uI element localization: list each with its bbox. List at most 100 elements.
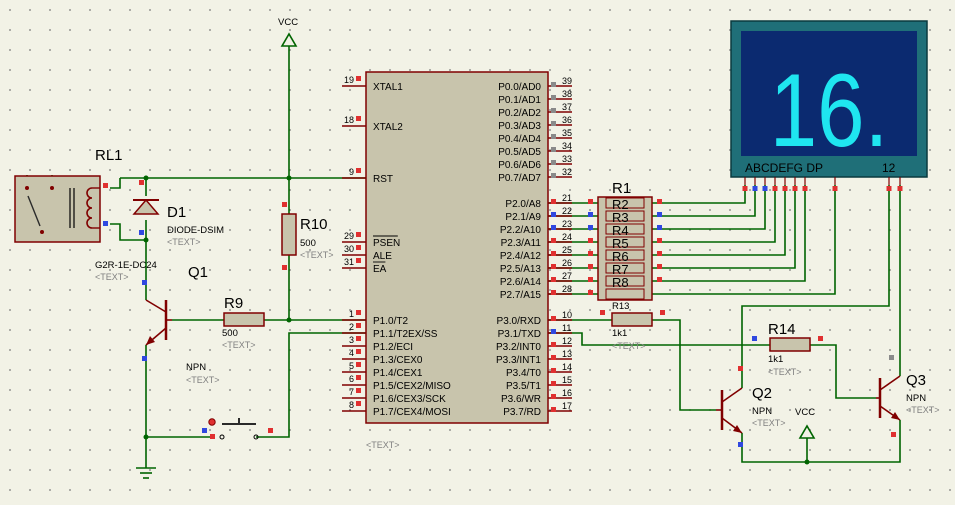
seven-segment-display[interactable]: 16. ABCDEFG DP 12 [730,20,928,191]
mcu-pin-name: ALE [373,251,392,262]
mcu-pin-8[interactable]: 8P1.7/CEX4/MOSI [342,400,451,418]
rpack-element-label: R6 [612,249,629,264]
rpack-element: R2 [588,197,662,212]
display-pin [832,186,838,191]
rpack-element-label: R4 [612,223,629,238]
vcc-label-bottom: VCC [795,407,815,418]
diode-d1[interactable]: D1 DIODE-DSIM <TEXT> [132,180,224,247]
mcu-pin-number: 22 [562,206,572,216]
r10-ref: R10 [300,216,328,233]
rpack-element-label: R8 [612,275,629,290]
display-pin [762,186,768,191]
q1-text-placeholder: <TEXT> [186,375,220,385]
display-pin [752,186,758,191]
display-pin [772,186,778,191]
mcu-pin-3[interactable]: 3P1.2/ECI [342,335,413,353]
display-pin [886,186,892,191]
mcu-pin-28[interactable]: P2.7/A15 28 [500,284,572,301]
resistor-r13[interactable]: R13 1k1 <TEXT> [600,301,665,351]
resistor-r9[interactable]: R9 500 <TEXT> [222,295,265,350]
mcu-pin-number: 3 [349,335,354,345]
mcu-pin-6[interactable]: 6P1.5/CEX2/MISO [342,374,451,392]
mcu-pin-name: P2.7/A15 [500,290,542,301]
vcc-terminal-bottom[interactable]: VCC [795,407,816,439]
mcu-pin-name: P1.2/ECI [373,342,413,353]
push-button[interactable] [202,418,273,440]
mcu-pin-number: 15 [562,375,572,385]
r10-text-placeholder: <TEXT> [300,250,334,260]
q1-ref: Q1 [188,264,208,281]
mcu-pin-name: XTAL1 [373,82,403,93]
mcu-pin-number: 36 [562,115,572,125]
rpack-element: R7 [588,262,662,277]
relay-rl1[interactable]: RL1 G2R-1E-DC24 <TEXT> [14,147,157,282]
mcu-pin-name: P0.2/AD2 [498,108,541,119]
mcu-pin-name: P3.0/RXD [497,316,541,327]
mcu-pin-number: 28 [562,284,572,294]
mcu-pin-name: P3.7/RD [503,407,541,418]
mcu-pin-2[interactable]: 2P1.1/T2EX/SS [342,322,438,340]
mcu-pin-1[interactable]: 1P1.0/T2 [342,309,408,327]
mcu-pin-5[interactable]: 5P1.4/CEX1 [342,361,423,379]
mcu-pin-number: 6 [349,374,354,384]
display-digit-labels: 12 [882,161,896,175]
mcu-pin-number: 29 [344,231,354,241]
mcu-pin-number: 7 [349,387,354,397]
mcu-pin-4[interactable]: 4P1.3/CEX0 [342,348,423,366]
mcu-pin-number: 2 [349,322,354,332]
r9-text-placeholder: <TEXT> [222,340,256,350]
mcu-pin-7[interactable]: 7P1.6/CEX3/SCK [342,387,446,405]
rpack-element: R5 [588,236,662,251]
vcc-terminal-top[interactable]: VCC [278,17,298,47]
vcc-label-top: VCC [278,17,298,28]
mcu-pin-name: PSEN [373,238,400,249]
mcu-pin-name: P3.6/WR [501,394,541,405]
transistor-q3[interactable]: Q3 NPN <TEXT> [876,355,940,437]
resistor-r14[interactable]: R14 1k1 <TEXT> [752,321,823,377]
q1-type: NPN [186,362,206,373]
mcu-pin-number: 19 [344,75,354,85]
mcu-pin-name: P1.3/CEX0 [373,355,423,366]
rpack-element-label: R5 [612,236,629,251]
transistor-q2[interactable]: Q2 NPN <TEXT> [716,366,786,447]
resistor-r10[interactable]: R10 500 <TEXT> [281,202,334,270]
transistor-q1[interactable]: Q1 NPN <TEXT> [142,264,220,385]
display-pin [802,186,808,191]
mcu-right-pins: P0.0/AD039P0.1/AD138P0.2/AD237P0.3/AD336… [496,76,572,418]
mcu-pin-number: 13 [562,349,572,359]
mcu-pin-number: 8 [349,400,354,410]
display-pin [897,186,903,191]
